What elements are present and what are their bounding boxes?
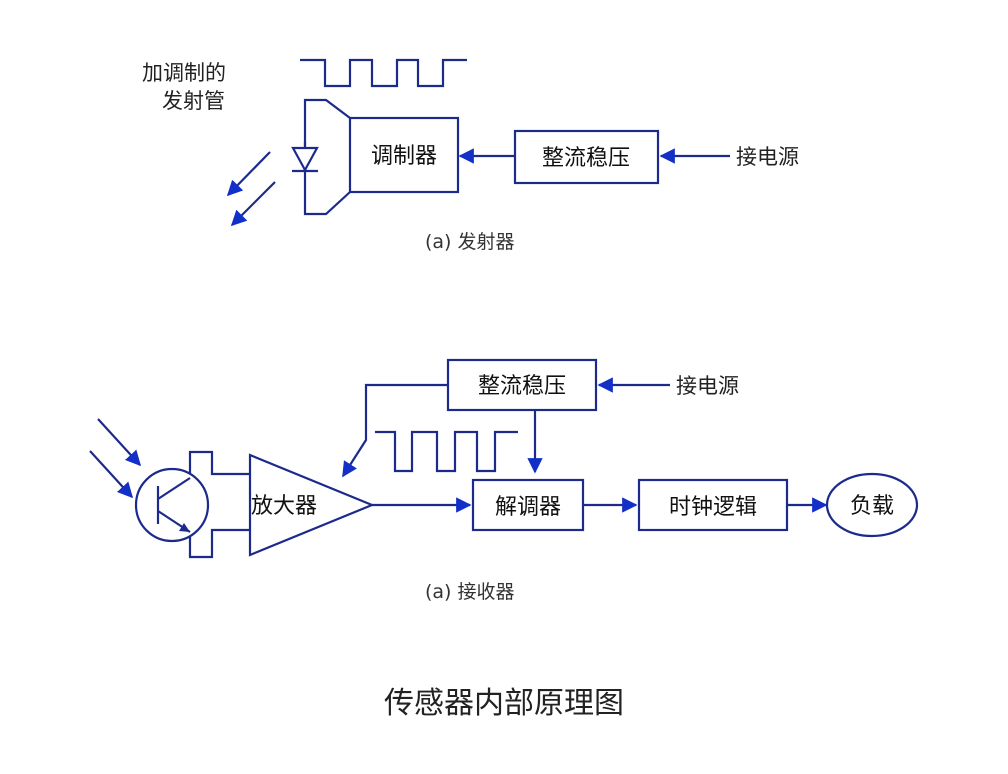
- rx-caption: (a) 接收器: [425, 581, 515, 603]
- amplifier-block: [248, 453, 375, 557]
- phototransistor-housing-bottom: [188, 528, 250, 559]
- incoming-light-arrows-icon: [89, 418, 142, 499]
- led-diode-icon: [291, 142, 319, 173]
- led-label-line1: 加调制的: [142, 61, 226, 85]
- tx-rectifier-label: 整流稳压: [542, 146, 630, 171]
- rx-rectifier-block: [446, 358, 598, 412]
- diagram-title: 传感器内部原理图: [384, 686, 624, 721]
- rx-power-label: 接电源: [676, 374, 739, 398]
- phototransistor-icon: [134, 467, 210, 543]
- tx-power-label: 接电源: [736, 145, 799, 169]
- emitted-light-arrows-icon: [226, 151, 276, 227]
- rx-rectifier-to-amplifier-arrow: [342, 383, 448, 478]
- load-label: 负载: [850, 494, 894, 519]
- tx-modulation-waveform: [300, 58, 467, 88]
- modulator-label: 调制器: [371, 144, 437, 169]
- clock-logic-label: 时钟逻辑: [669, 495, 757, 520]
- demodulator-label: 解调器: [495, 495, 561, 520]
- rx-rectifier-label: 整流稳压: [478, 374, 566, 399]
- rx-modulation-waveform: [375, 430, 518, 473]
- transmitter-section: 加调制的 发射管 调制器 整流稳压 接电源 (a) 发射器: [142, 58, 799, 253]
- phototransistor-housing: [188, 450, 250, 476]
- modulator-block: [348, 116, 460, 194]
- led-label-line2: 发射管: [162, 89, 225, 113]
- load-block: [825, 472, 919, 538]
- tx-caption: (a) 发射器: [425, 231, 515, 253]
- amplifier-label: 放大器: [251, 494, 317, 519]
- receiver-section: 放大器 整流稳压 接电源 解调器 时钟逻辑 负载 (a) 接收器: [89, 358, 919, 603]
